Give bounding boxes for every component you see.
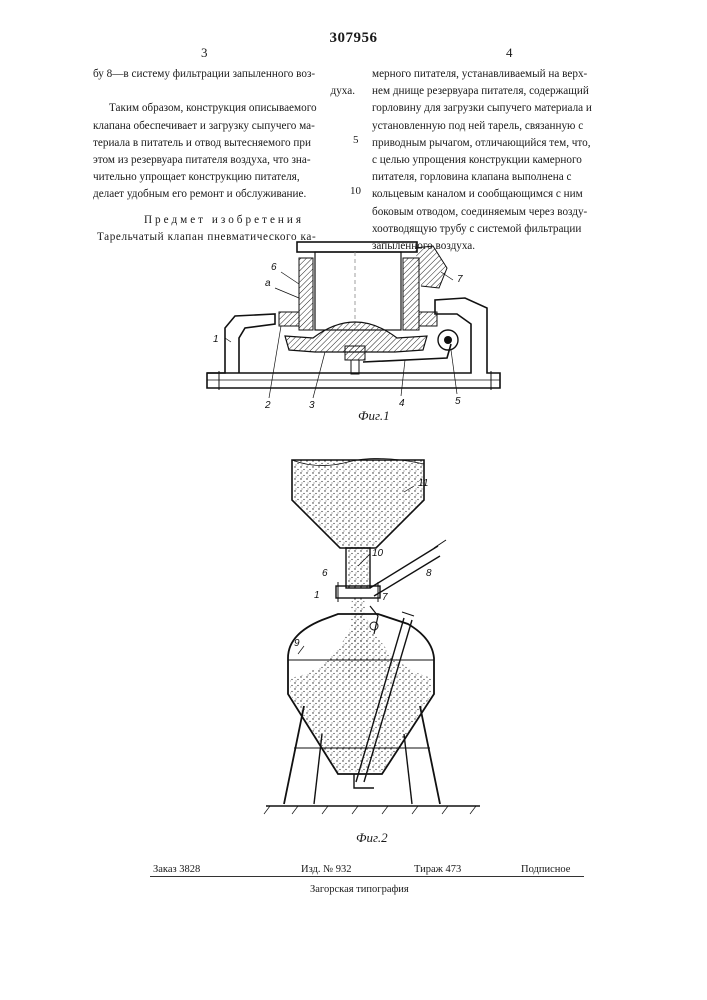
right-line: боковым отводом, соединяемым через возду…: [372, 204, 634, 221]
line-number-5: 5: [353, 134, 359, 146]
fig1-label: а: [265, 278, 271, 289]
footer-subscription: Подписное: [521, 864, 570, 875]
right-line: приводным рычагом, отличающийся тем, что…: [372, 135, 634, 152]
fig2-label: 1: [314, 590, 320, 601]
line-number-10: 10: [350, 185, 361, 197]
right-line: с целью упрощения конструкции камерного: [372, 152, 634, 169]
fig1-label: 4: [399, 398, 405, 409]
left-line: духа.: [93, 83, 355, 100]
right-line: кольцевым каналом и сообщающимся с ним: [372, 186, 634, 203]
left-line: делает удобным его ремонт и обслуживание…: [93, 186, 355, 203]
left-line: чительно упрощает конструкцию питателя,: [93, 169, 355, 186]
arrow-icon: [434, 540, 446, 548]
footer-print-run: Тираж 473: [414, 864, 461, 875]
fig2-label: 11: [418, 478, 428, 489]
left-line: Таким образом, конструкция описываемого: [93, 100, 355, 117]
right-page-number: 4: [506, 45, 513, 61]
left-line: териала в питатель и отвод вытесняемого …: [93, 135, 355, 152]
patent-number: 307956: [0, 30, 707, 47]
fig2-label: 9: [294, 638, 300, 649]
fig1-label: 1: [213, 334, 219, 345]
figure-1-drawing: 6 а 1 2 3 4 5 7: [195, 228, 525, 418]
figure-2-caption: Фиг.2: [356, 830, 388, 846]
left-page-number: 3: [201, 45, 208, 61]
figure-1: 6 а 1 2 3 4 5 7: [195, 228, 525, 418]
figure-2-drawing: 11 10 8 6 1 7 9: [258, 448, 488, 820]
left-text-column: бу 8—в систему фильтрации запыленного во…: [93, 66, 355, 246]
footer-order: Заказ 3828: [153, 864, 200, 875]
right-line: установленную под ней тарель, связанную …: [372, 118, 634, 135]
claims-heading: Предмет изобретения: [93, 212, 355, 229]
right-line: мерного питателя, устанавливаемый на вер…: [372, 66, 634, 83]
right-line: питателя, горловина клапана выполнена с: [372, 169, 634, 186]
left-line-spacer: [93, 204, 355, 212]
figure-2: 11 10 8 6 1 7 9: [258, 448, 488, 820]
footer-printer: Загорская типография: [310, 884, 409, 895]
fig2-label: 10: [372, 548, 384, 559]
fig2-label: 7: [382, 592, 388, 603]
fig2-label: 6: [322, 568, 328, 579]
left-line: бу 8—в систему фильтрации запыленного во…: [93, 66, 355, 83]
hopper-11: [292, 460, 424, 548]
left-line: этом из резервуара питателя воздуха, что…: [93, 152, 355, 169]
right-line: нем днище резервуара питателя, содержащи…: [372, 83, 634, 100]
figure-1-caption: Фиг.1: [358, 408, 390, 424]
right-text-column: мерного питателя, устанавливаемый на вер…: [372, 66, 634, 255]
fig1-label: 5: [455, 396, 461, 407]
fig1-label: 2: [264, 400, 271, 411]
fig1-label: 7: [457, 274, 463, 285]
fig1-label: 3: [309, 400, 315, 411]
right-line: горловину для загрузки сыпучего материал…: [372, 100, 634, 117]
fig2-label: 8: [426, 568, 432, 579]
footer-rule: [150, 876, 584, 877]
left-line: клапана обеспечивает и загрузку сыпучего…: [93, 118, 355, 135]
fig1-label: 6: [271, 262, 277, 273]
footer-edition: Изд. № 932: [301, 864, 352, 875]
